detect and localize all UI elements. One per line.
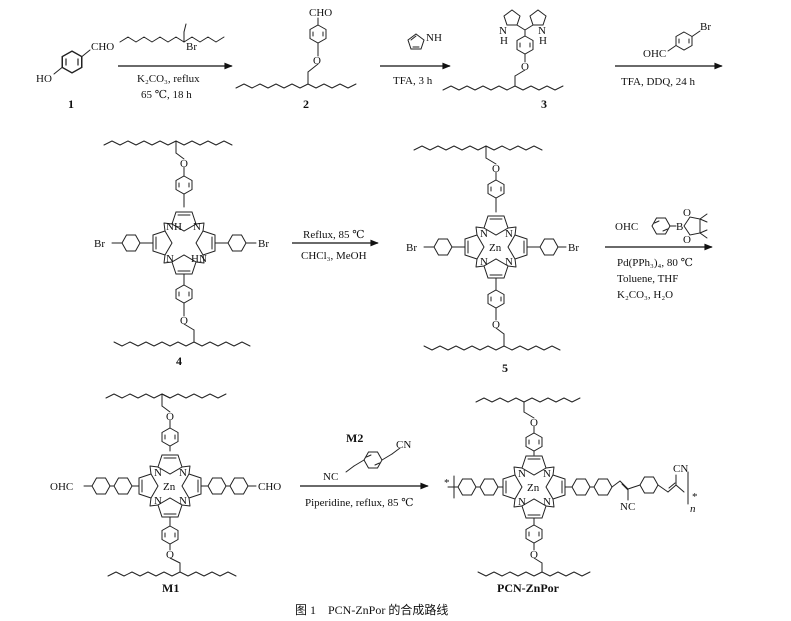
bromo-label-4-right: Br [258,238,269,250]
reagent-alkyl-bromide [119,23,225,43]
porphyrin-hn-4: HN [191,253,207,265]
reagent-formylphenyl-boronate [651,213,708,239]
pyrrole-h-right: H [539,35,547,47]
porphyrin-n-4a: N [193,221,201,233]
monomer-label-m1: M1 [162,581,179,595]
compound-label-2: 2 [303,97,309,111]
compound-5 [413,145,567,351]
figure-caption: 图 1 PCN-ZnPor 的合成路线 [295,602,448,617]
reagent-pyrrole [407,33,425,50]
compound-1 [53,49,91,75]
ether-oxygen-3: O [521,61,529,73]
polymer-pcn-znpor [447,397,689,577]
nitrile-label-polymer-b: CN [673,463,688,475]
compound-label-4: 4 [176,354,182,368]
conditions-2: TFA, 3 h [393,75,433,87]
monomer-label-m2: M2 [346,431,363,445]
porphyrin-nh-4: NH [166,221,182,233]
porphyrin-n-4b: N [166,253,174,265]
boron-label: B [676,221,683,233]
porphyrin-n-m1b: N [179,467,187,479]
reagent-bromobenzaldehyde [667,30,701,52]
aldehyde-label-boronate: OHC [615,221,638,233]
polymer-end-star-right: * [692,491,698,503]
ether-oxygen-polymer-top: O [530,417,538,429]
ether-oxygen-2: O [313,55,321,67]
conditions-5-line1: Pd(PPh₃)₄, 80 ℃ [617,257,693,269]
conditions-6: Piperidine, reflux, 85 ℃ [305,497,414,509]
porphyrin-n-5d: N [505,256,513,268]
nitrile-label-polymer-a: NC [620,501,635,513]
bromo-label-arrow3: Br [700,21,711,33]
conditions-4-line2: CHCl₃, MeOH [301,250,367,262]
compound-label-5: 5 [502,361,508,375]
compound-3 [442,9,564,91]
porphyrin-n-m1c: N [154,495,162,507]
aldehyde-label-m1-right: CHO [258,481,281,493]
porphyrin-n-pa: N [518,468,526,480]
polymer-label: PCN-ZnPor [497,581,560,595]
ether-oxygen-4-top: O [180,158,188,170]
bromo-label-5-right: Br [568,242,579,254]
ether-oxygen-4-bottom: O [180,315,188,327]
monomer-m2 [345,447,401,473]
conditions-3: TFA, DDQ, 24 h [621,76,696,88]
boronate-oxygen-bottom: O [683,234,691,246]
ether-oxygen-m1-top: O [166,411,174,423]
hydroxy-label-1: HO [36,73,52,85]
bromo-label-5-left: Br [406,242,417,254]
monomer-m1 [83,393,257,577]
bromo-label-4-left: Br [94,238,105,250]
aldehyde-label-m1-left: OHC [50,481,73,493]
compound-label-1: 1 [68,97,74,111]
zinc-label-polymer: Zn [527,482,540,494]
zinc-label-m1: Zn [163,481,176,493]
pyrrole-n-left: N [499,25,507,37]
porphyrin-n-pd: N [543,496,551,508]
conditions-5-line2: Toluene, THF [617,273,678,285]
aldehyde-label-1: CHO [91,41,114,53]
nitrile-label-m2-right: CN [396,439,411,451]
ether-oxygen-polymer-bottom: O [530,549,538,561]
porphyrin-n-m1d: N [179,495,187,507]
porphyrin-n-5c: N [480,256,488,268]
porphyrin-n-pb: N [543,468,551,480]
pyrrole-h-left: H [500,35,508,47]
nitrile-label-m2-left: NC [323,471,338,483]
ether-oxygen-m1-bottom: O [166,549,174,561]
ether-oxygen-5-top: O [492,163,500,175]
pyrrole-n-right: N [538,25,546,37]
conditions-5-line3: K₂CO₃, H₂O [617,289,673,301]
porphyrin-n-5a: N [480,228,488,240]
porphyrin-n-m1a: N [154,467,162,479]
conditions-1-line2: 65 ℃, 18 h [141,89,192,101]
aldehyde-label-2: CHO [309,7,332,19]
compound-label-3: 3 [541,97,547,111]
ether-oxygen-5-bottom: O [492,319,500,331]
polymer-end-star-left: * [444,477,450,489]
repeat-unit-n: n [690,503,696,515]
conditions-1-line1: K₂CO₃, reflux [137,73,200,85]
pyrrole-nh: NH [426,32,442,44]
zinc-label-5: Zn [489,242,502,254]
bromo-label-reagent: Br [186,41,197,53]
compound-2 [235,17,357,89]
porphyrin-n-5b: N [505,228,513,240]
compound-4 [103,140,257,347]
porphyrin-n-pc: N [518,496,526,508]
aldehyde-label-arrow3: OHC [643,48,666,60]
conditions-4-line1: Reflux, 85 ℃ [303,229,365,241]
boronate-oxygen-top: O [683,207,691,219]
